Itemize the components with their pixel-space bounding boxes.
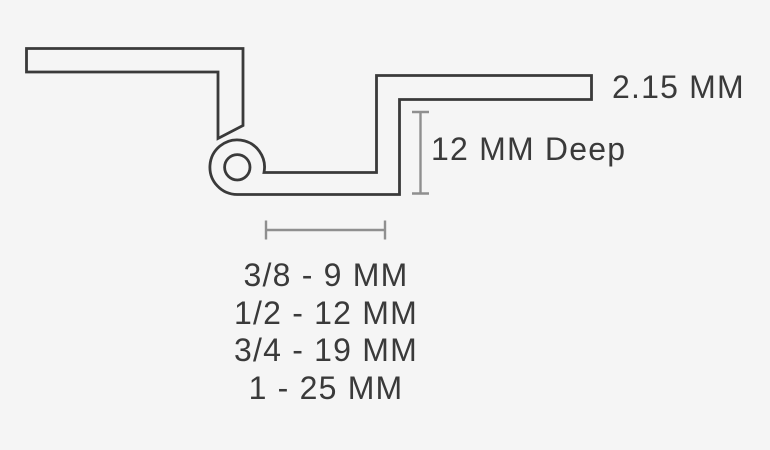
knuckle-leaf-outline [208,74,593,196]
width-dimension-line [264,220,387,240]
size-option-1: 1 - 25 MM [248,369,404,406]
dimension-lines-group [264,110,429,240]
size-option-3-4: 3/4 - 19 MM [234,332,418,368]
size-option-1-2: 1/2 - 12 MM [234,294,418,331]
depth-label: 12 MM Deep [431,131,627,167]
depth-dimension-line [412,110,429,195]
left-leaf-outline [25,47,245,141]
thickness-label: 2.15 MM [612,69,745,105]
size-options-list: 3/8 - 9 MM 1/2 - 12 MM 3/4 - 19 MM 1 - 2… [126,257,526,407]
pin-hole [223,153,252,182]
profile-outline-group [25,47,593,196]
size-option-3-8: 3/8 - 9 MM [243,257,409,293]
